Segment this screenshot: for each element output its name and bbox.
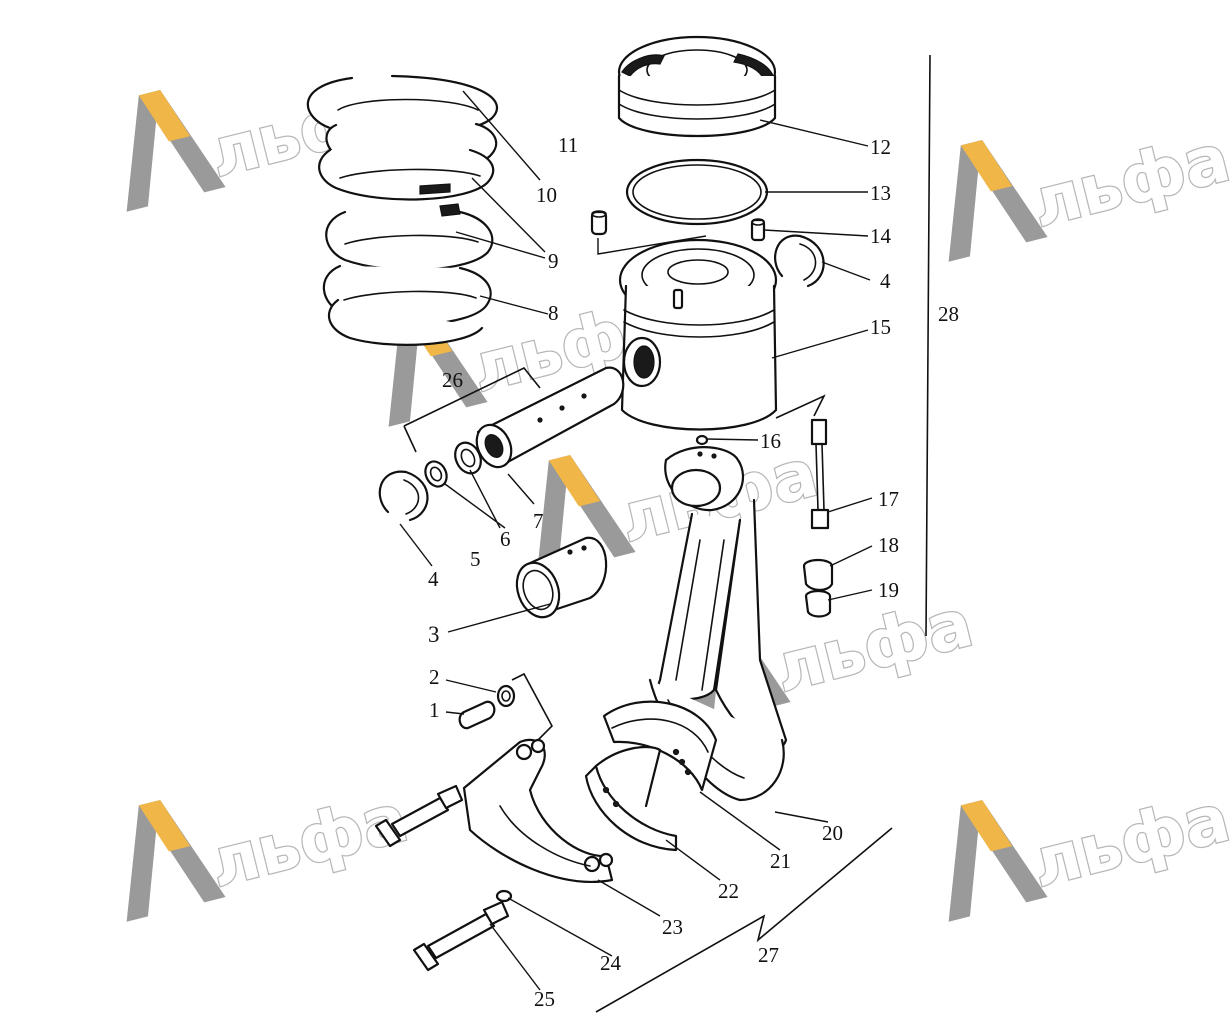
bushing-3 [515,536,608,619]
piston-ring-9-upper [318,148,495,201]
bearing-shell-21 [602,700,718,792]
callout-13: 13 [870,181,891,205]
circlip-4-left [378,470,429,522]
callout-10: 10 [536,183,557,207]
piston-pin-sleeve-7 [475,366,625,469]
ring-2 [496,684,516,708]
callout-27: 27 [758,943,779,967]
callout-3: 3 [428,622,440,647]
dowel-pin-11 [590,210,608,236]
callout-4-left: 4 [428,567,439,591]
seal-ring-13 [625,158,769,226]
callout-7: 7 [533,509,544,533]
callout-19: 19 [878,578,899,602]
callout-18: 18 [878,533,899,557]
callout-12: 12 [870,135,891,159]
callout-1: 1 [429,698,440,722]
plug-16 [695,434,709,446]
bracket-1-2 [511,672,553,741]
callout-4-right: 4 [880,269,891,293]
watermark-text: льфа [1024,119,1232,242]
callout-20: 20 [822,821,843,845]
callout-8: 8 [548,301,559,325]
callout-6: 6 [500,527,511,551]
callout-16: 16 [760,429,781,453]
rod-cap-23 [462,738,614,883]
piston-ring-9-lower [325,203,494,271]
bracket-16-17 [775,394,826,419]
seal-19 [804,589,832,618]
callout-9: 9 [548,249,559,273]
washer-5 [424,460,448,488]
callout-28: 28 [938,302,959,326]
callout-11: 11 [558,133,578,157]
rod-bolt-25-upper [374,784,464,848]
pin-1 [458,700,496,730]
bracket-27 [595,827,893,1013]
callout-2: 2 [429,665,440,689]
circlip-4-right [774,234,825,288]
callout-22: 22 [718,879,739,903]
watermark-text: льфа [767,584,980,707]
watermark-bottom-left: льфа [126,778,416,922]
bushing-24 [495,889,513,903]
callout-17: 17 [878,487,899,511]
callout-24: 24 [600,951,622,975]
watermark-bottom-right: льфа [948,778,1232,922]
watermark-text: льфа [202,779,415,902]
piston-ring-8 [322,264,492,346]
callout-26: 26 [442,368,463,392]
callout-23: 23 [662,915,683,939]
piston-crown-12 [617,35,777,138]
bracket-26 [403,367,541,427]
callout-14: 14 [870,224,892,248]
callout-25: 25 [534,987,555,1011]
callout-15: 15 [870,315,891,339]
callout-5: 5 [470,547,481,571]
rod-bolt-25-lower [412,900,510,972]
bearing-shell-22 [584,745,678,852]
watermark-top-right: льфа [948,118,1232,262]
pin-14 [750,218,766,242]
piston-body-15 [618,238,778,431]
callout-21: 21 [770,849,791,873]
seal-18 [802,558,834,592]
oil-tube-17 [810,418,830,530]
watermark-text: льфа [1024,779,1232,902]
bracket-28 [925,54,931,637]
bearing-ring-6 [454,441,482,475]
